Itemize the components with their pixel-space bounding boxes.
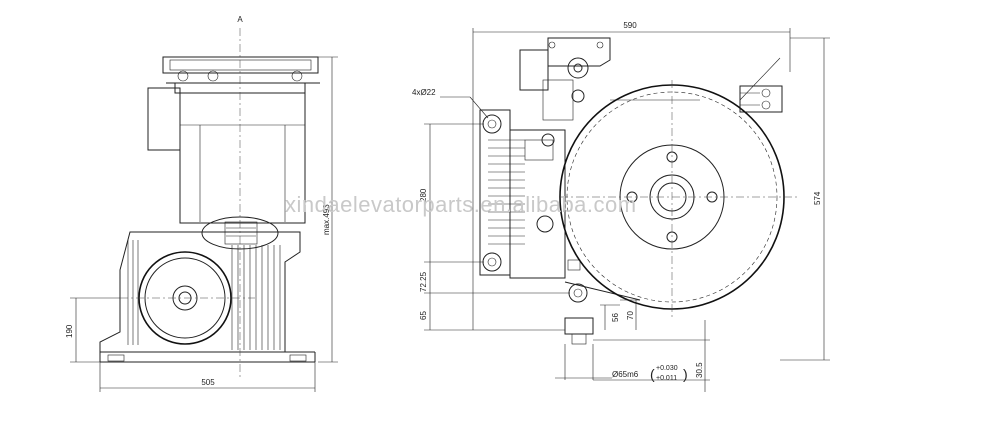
dim-bottom-offset: 65 xyxy=(419,311,428,320)
dim-shaft-30-5: 30.5 xyxy=(695,362,704,378)
front-view: 590 574 xyxy=(412,21,830,392)
section-mark: A xyxy=(237,15,243,24)
watermark: xindaelevatorparts.en.alibaba.com xyxy=(285,192,637,217)
dim-overall-width: 590 xyxy=(623,21,637,30)
dim-lower-offset: 72.25 xyxy=(419,271,428,292)
dim-hole-spacing: 280 xyxy=(419,188,428,202)
tolerance-upper: +0.030 xyxy=(656,365,678,372)
side-view: A max.493 190 505 xyxy=(65,15,338,392)
tolerance-paren-open: ( xyxy=(650,366,655,382)
tolerance-paren-close: ) xyxy=(683,366,688,382)
dim-axis-height: 190 xyxy=(65,324,74,338)
brake-fins xyxy=(488,139,525,245)
hole-callout: 4xØ22 xyxy=(412,88,436,97)
tolerance-lower: +0.011 xyxy=(656,375,677,382)
dim-shaft-70: 70 xyxy=(626,311,635,320)
dim-base-width: 505 xyxy=(201,378,215,387)
dim-overall-height: 574 xyxy=(813,191,822,205)
shaft-diameter: Ø65m6 xyxy=(612,370,639,379)
dim-max-height: max.493 xyxy=(322,204,331,235)
dim-shaft-56: 56 xyxy=(611,313,620,322)
cooling-fins xyxy=(127,240,281,350)
